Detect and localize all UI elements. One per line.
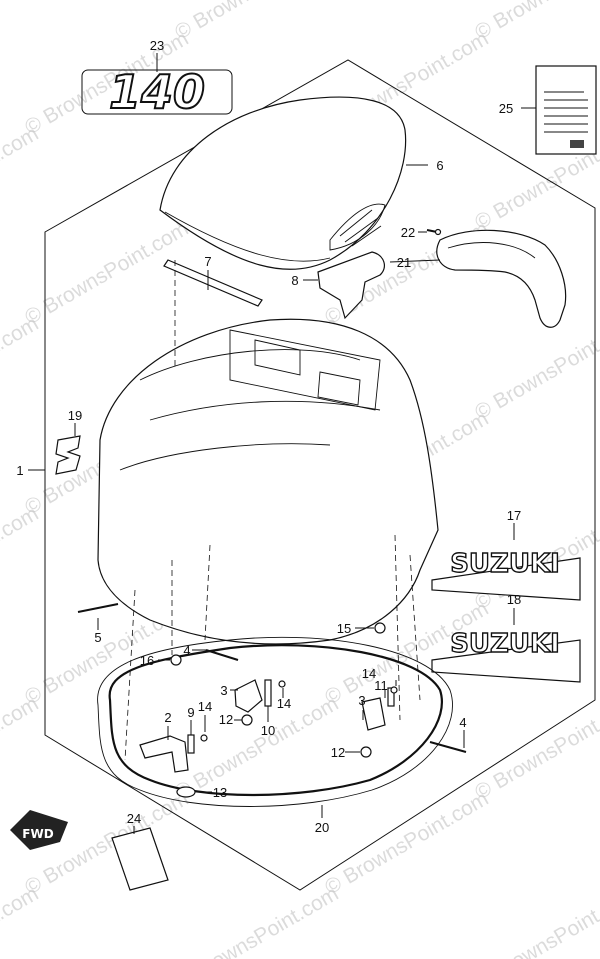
callout-25: 25 xyxy=(499,101,513,116)
part-14-screw-a xyxy=(200,734,208,742)
watermark-text: © BrownsPoint.com xyxy=(171,882,342,959)
watermark-text: © BrownsPoint.com xyxy=(0,312,42,424)
part-11-clip xyxy=(387,687,395,707)
watermark-text: © BrownsPoint.com xyxy=(321,787,492,899)
part-14-screw-c xyxy=(390,686,398,694)
fwd-label: FWD xyxy=(22,827,53,841)
watermark-text: © BrownsPoint.com xyxy=(0,122,42,234)
watermark-text: © BrownsPoint.com xyxy=(171,692,342,804)
fwd-arrow-icon: FWD xyxy=(10,810,68,850)
watermark-text: © BrownsPoint.com xyxy=(0,692,42,804)
part-15-grommet xyxy=(374,622,386,634)
part-8-bracket xyxy=(317,251,386,320)
part-3-latch-left xyxy=(234,679,263,713)
callout-3-left: 3 xyxy=(220,683,227,698)
decal-17-text: SUZUKI xyxy=(450,549,560,579)
callout-4-right: 4 xyxy=(459,715,466,730)
callout-11: 11 xyxy=(374,678,388,693)
part-4-bolt-left xyxy=(205,649,239,661)
part-22-screw xyxy=(426,228,442,236)
part-17-suzuki-decal: SUZUKI xyxy=(431,548,581,601)
part-7-seal-strip xyxy=(163,259,263,307)
callout-1: 1 xyxy=(16,463,23,478)
part-12-clip-right xyxy=(360,746,372,758)
callout-2: 2 xyxy=(164,710,171,725)
callout-22: 22 xyxy=(401,225,415,240)
callout-20: 20 xyxy=(315,820,329,835)
callout-18: 18 xyxy=(507,592,521,607)
callout-6: 6 xyxy=(436,158,443,173)
callout-14-c: 14 xyxy=(362,666,376,681)
part-9-clip xyxy=(187,734,195,754)
part-3-latch-right xyxy=(361,697,386,731)
callout-21: 21 xyxy=(397,255,411,270)
callout-17: 17 xyxy=(507,508,521,523)
part-23-badge-140: 140 xyxy=(81,64,233,120)
watermark-text: © BrownsPoint.com xyxy=(0,0,42,44)
callout-12-left: 12 xyxy=(219,712,233,727)
callout-14-a: 14 xyxy=(198,699,212,714)
part-6-top-cover xyxy=(159,96,407,270)
part-25-label-sheet xyxy=(535,65,597,155)
callout-14-b: 14 xyxy=(277,696,291,711)
part-12-clip-left xyxy=(241,714,253,726)
callout-4-left: 4 xyxy=(183,643,190,658)
callout-9: 9 xyxy=(187,705,194,720)
leader-lines xyxy=(28,53,536,834)
part-14-screw-b xyxy=(278,680,286,688)
watermark-text: © BrownsPoint.com xyxy=(471,312,600,424)
part-2-latch xyxy=(139,735,189,773)
callout-10: 10 xyxy=(261,723,275,738)
assembly-frame xyxy=(44,59,596,891)
callout-16: 16 xyxy=(140,653,154,668)
part-1-lower-cover xyxy=(97,318,439,645)
callout-7: 7 xyxy=(204,254,211,269)
callout-13: 13 xyxy=(213,785,227,800)
callout-23: 23 xyxy=(150,38,164,53)
part-16-grommet xyxy=(170,654,182,666)
part-13-plug xyxy=(176,786,196,798)
part-19-s-emblem xyxy=(55,435,81,475)
part-10-clip xyxy=(264,679,272,707)
callout-labels: 23 25 6 22 21 7 8 19 1 17 18 5 16 4 15 3… xyxy=(16,38,521,835)
callout-12-right: 12 xyxy=(331,745,345,760)
watermark-text: © BrownsPoint.com xyxy=(171,0,342,44)
callout-5: 5 xyxy=(94,630,101,645)
part-18-suzuki-decal: SUZUKI xyxy=(431,628,581,683)
callout-3-right: 3 xyxy=(358,693,365,708)
callout-15: 15 xyxy=(337,621,351,636)
watermark-text: © BrownsPoint.com xyxy=(471,882,600,959)
part-21-handle xyxy=(436,229,567,328)
watermark-text: © BrownsPoint.com xyxy=(0,882,42,959)
part-20-base-seal xyxy=(97,636,453,807)
part-5-pin xyxy=(77,603,119,613)
part-4-bolt-right xyxy=(429,741,467,753)
watermark-text: © BrownsPoint.com xyxy=(0,502,42,614)
callout-24: 24 xyxy=(127,811,141,826)
callout-8: 8 xyxy=(291,273,298,288)
part-24-label xyxy=(111,827,169,891)
decal-18-text: SUZUKI xyxy=(450,629,560,659)
badge-140-text: 140 xyxy=(109,65,205,119)
watermark-text: © BrownsPoint.com xyxy=(21,217,192,329)
callout-19: 19 xyxy=(68,408,82,423)
watermark-text: © BrownsPoint.com xyxy=(471,0,600,44)
